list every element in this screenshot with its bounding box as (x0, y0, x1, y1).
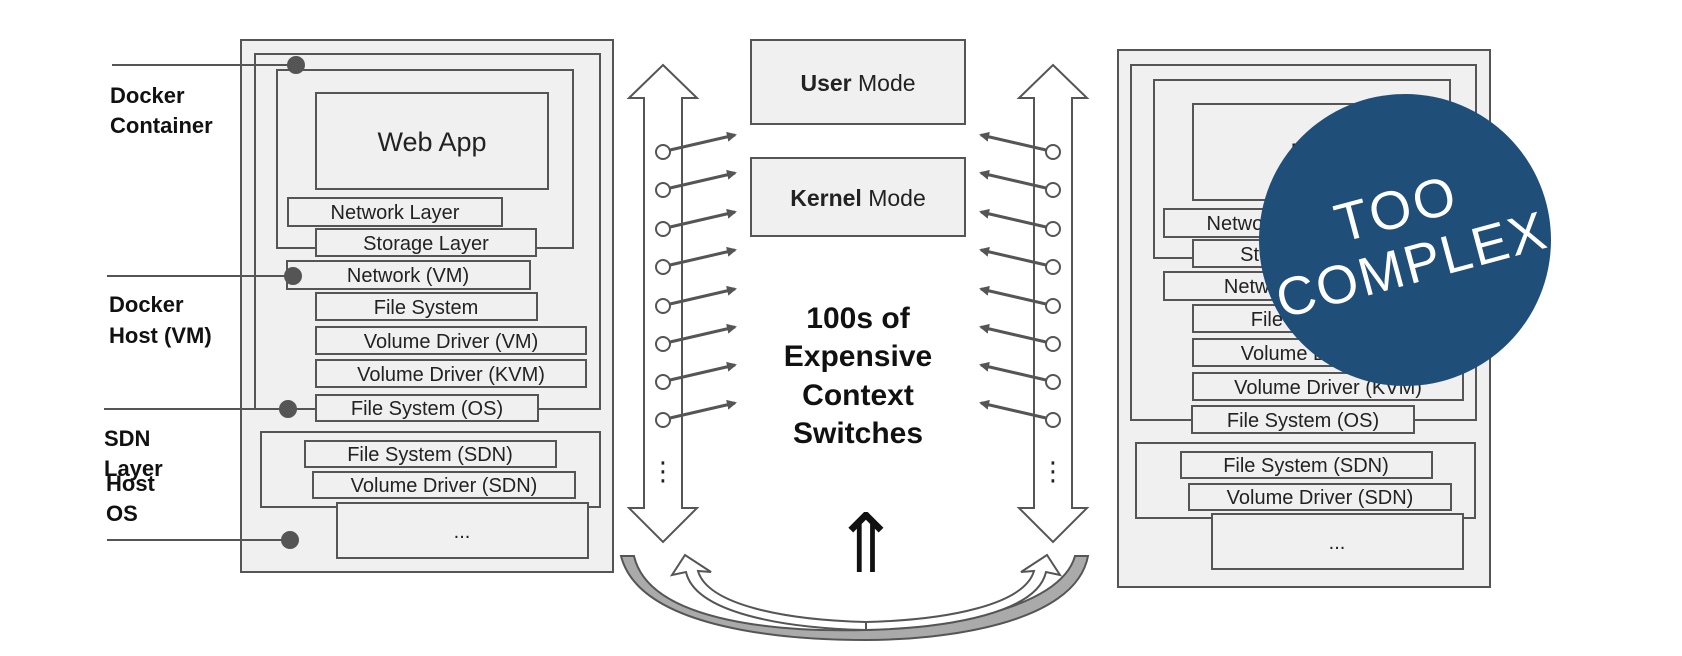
right-switch-arrow-5 (979, 285, 1047, 306)
left-volume-driver-kvm-box (315, 359, 587, 388)
left-switch-arrow-5 (669, 285, 737, 306)
kernel-mode-box (750, 157, 966, 237)
bottom-curve-inner-right (865, 553, 1063, 632)
left-switch-arrow-3 (669, 208, 737, 229)
right-ellipsis-box (1211, 513, 1464, 570)
right-switch-arrow-3 (979, 208, 1047, 229)
left-volume-driver-vm-label: Volume Driver (VM) (364, 331, 538, 353)
mode-boxes: User Mode Kernel Mode (750, 39, 966, 237)
left-network-layer-box (287, 197, 503, 227)
left-volume-driver-kvm-label: Volume Driver (KVM) (357, 364, 545, 386)
label-host-os-line2: OS (106, 501, 138, 526)
up-double-arrow: ⇑ (832, 497, 901, 592)
user-mode-box (750, 39, 966, 125)
right-switch-arrow-6 (979, 323, 1047, 344)
left-app-box (315, 92, 549, 190)
left-switch-arrows (655, 131, 737, 428)
label-host-os-line1: Host (106, 471, 156, 496)
right-file-system-os-label: File System (OS) (1227, 410, 1379, 432)
left-switch-node-4 (655, 259, 671, 275)
right-switch-node-4 (1045, 259, 1061, 275)
left-switch-node-5 (655, 298, 671, 314)
label-sdn-line1: SDN (104, 426, 150, 451)
side-labels: Docker Container Docker Host (VM) SDN La… (104, 83, 213, 526)
label-docker-host-line1: Docker (109, 292, 184, 317)
right-file-system-os-box (1191, 405, 1415, 434)
left-file-system-box (315, 292, 538, 321)
bottom-curved-arrows (619, 553, 1090, 642)
switches-line-3: Context (802, 379, 914, 412)
switches-line-1: 100s of (806, 302, 910, 335)
right-switch-node-8 (1045, 412, 1061, 428)
kernel-mode-label: Kernel Mode (790, 185, 926, 211)
right-vertical-ellipsis: ⋮ (1040, 457, 1066, 487)
right-switch-arrow-7 (979, 361, 1047, 382)
label-docker-container-line1: Docker (110, 83, 185, 108)
left-volume-driver-vm-box (315, 326, 587, 355)
left-switch-arrow-1 (669, 131, 737, 152)
left-app-label: Web App (377, 127, 486, 157)
left-volume-driver-sdn-box (312, 471, 576, 499)
bottom-curve-inner-left (669, 553, 867, 632)
left-stack: Web App Network Layer Storage Layer Netw… (240, 39, 614, 573)
connector-dot-host-os (281, 531, 299, 549)
connector-dot-sdn (279, 400, 297, 418)
label-docker-host-line2: Host (VM) (109, 323, 212, 348)
right-file-system-sdn-box (1180, 451, 1433, 479)
left-switch-arrow-4 (669, 246, 737, 267)
left-switch-arrow-8 (669, 399, 737, 420)
right-switch-arrow-1 (979, 131, 1047, 152)
right-switch-arrow-2 (979, 169, 1047, 190)
right-switch-node-5 (1045, 298, 1061, 314)
left-volume-driver-sdn-label: Volume Driver (SDN) (351, 475, 538, 497)
left-storage-layer-box (315, 228, 537, 257)
right-ellipsis-label: ... (1329, 532, 1346, 554)
right-volume-driver-kvm-box (1192, 372, 1464, 401)
right-switch-arrow-4 (979, 246, 1047, 267)
right-switch-arrows (979, 131, 1061, 428)
left-switch-node-8 (655, 412, 671, 428)
user-mode-label: User Mode (800, 70, 915, 96)
left-file-system-os-label: File System (OS) (351, 398, 503, 420)
right-switch-node-6 (1045, 336, 1061, 352)
left-network-layer-label: Network Layer (331, 202, 460, 224)
right-switch-node-7 (1045, 374, 1061, 390)
label-docker-container-line2: Container (110, 113, 213, 138)
left-switch-node-2 (655, 182, 671, 198)
right-volume-driver-sdn-box (1188, 483, 1452, 511)
left-vertical-ellipsis: ⋮ (650, 457, 676, 487)
left-switch-arrow-7 (669, 361, 737, 382)
left-switch-arrow-6 (669, 323, 737, 344)
left-ellipsis-label: ... (454, 521, 471, 543)
right-switch-node-2 (1045, 182, 1061, 198)
left-file-system-sdn-box (304, 440, 557, 468)
switches-line-2: Expensive (784, 340, 932, 373)
right-switch-node-1 (1045, 144, 1061, 160)
left-switch-node-7 (655, 374, 671, 390)
left-ellipsis-box (336, 502, 589, 559)
left-storage-layer-label: Storage Layer (363, 233, 489, 255)
left-file-system-os-box (315, 394, 539, 422)
context-switches-text: 100s of Expensive Context Switches (784, 302, 932, 450)
left-network-vm-label: Network (VM) (347, 265, 469, 287)
left-switch-node-1 (655, 144, 671, 160)
too-complex-stamp: TOO COMPLEX (1259, 94, 1554, 386)
left-file-system-sdn-label: File System (SDN) (347, 444, 513, 466)
left-connectors (104, 56, 305, 549)
connector-dot-host-vm (284, 267, 302, 285)
label-sdn-line2: Layer (104, 456, 163, 481)
right-file-system-sdn-label: File System (SDN) (1223, 455, 1389, 477)
left-switch-node-6 (655, 336, 671, 352)
stamp-circle (1259, 94, 1551, 386)
left-file-system-label: File System (374, 297, 478, 319)
right-switch-arrow-8 (979, 399, 1047, 420)
right-switch-node-3 (1045, 221, 1061, 237)
connector-dot-container (287, 56, 305, 74)
switches-line-4: Switches (793, 417, 923, 450)
left-switch-node-3 (655, 221, 671, 237)
left-switch-arrow-2 (669, 169, 737, 190)
right-volume-driver-sdn-label: Volume Driver (SDN) (1227, 487, 1414, 509)
